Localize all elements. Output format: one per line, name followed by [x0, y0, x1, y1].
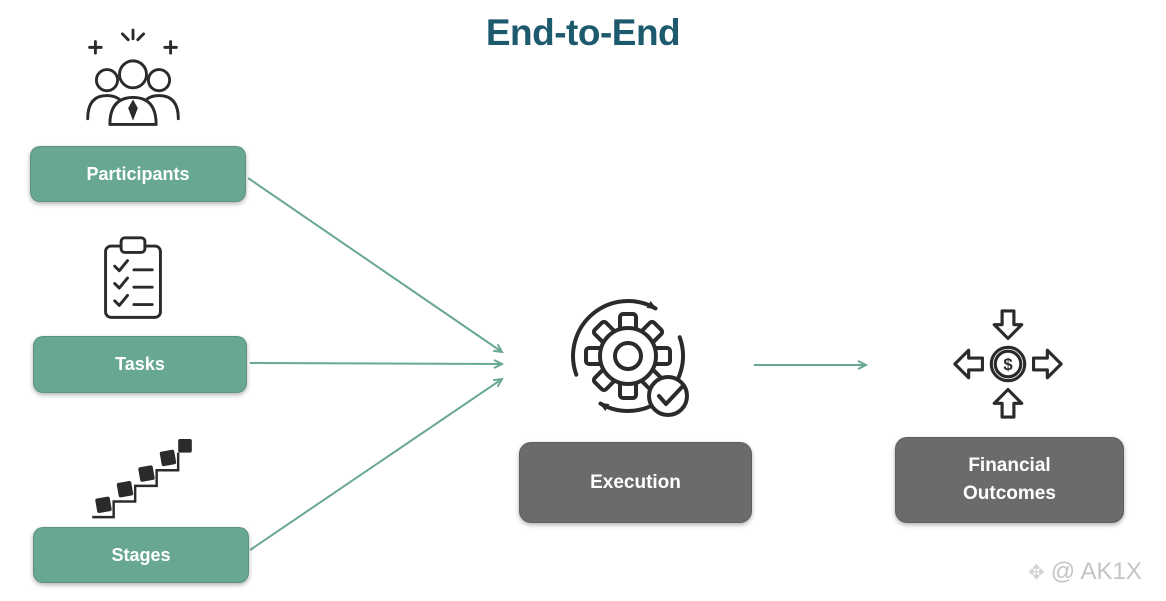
execution-box: Execution [519, 442, 752, 523]
financial-outcomes-label: Financial Outcomes [963, 455, 1056, 504]
gear-sync-check-icon [556, 286, 706, 436]
people-group-icon [80, 26, 186, 142]
ascending-steps-icon [86, 437, 198, 523]
stages-label: Stages [111, 544, 171, 565]
participants-box: Participants [30, 146, 246, 202]
connector-stages-execution [249, 377, 504, 551]
stages-box: Stages [33, 527, 249, 583]
tasks-label: Tasks [115, 354, 165, 374]
checklist-clipboard-icon [101, 231, 165, 326]
watermark-ornament-icon: ✥ [1028, 561, 1045, 584]
watermark: ✥ @ AK1X [1028, 558, 1142, 586]
diagram-title: End-to-End [485, 12, 681, 53]
money-flow-icon: $ [949, 305, 1067, 423]
connector-participants-execution [247, 177, 504, 354]
execution-label: Execution [590, 471, 681, 493]
tasks-box: Tasks [33, 336, 247, 393]
participants-label: Participants [86, 163, 190, 184]
connector-tasks-execution [249, 359, 505, 369]
dollar-sign-glyph: $ [1003, 355, 1013, 374]
watermark-text: @ AK1X [1050, 558, 1142, 585]
financial-outcomes-box: Financial Outcomes [895, 437, 1124, 523]
